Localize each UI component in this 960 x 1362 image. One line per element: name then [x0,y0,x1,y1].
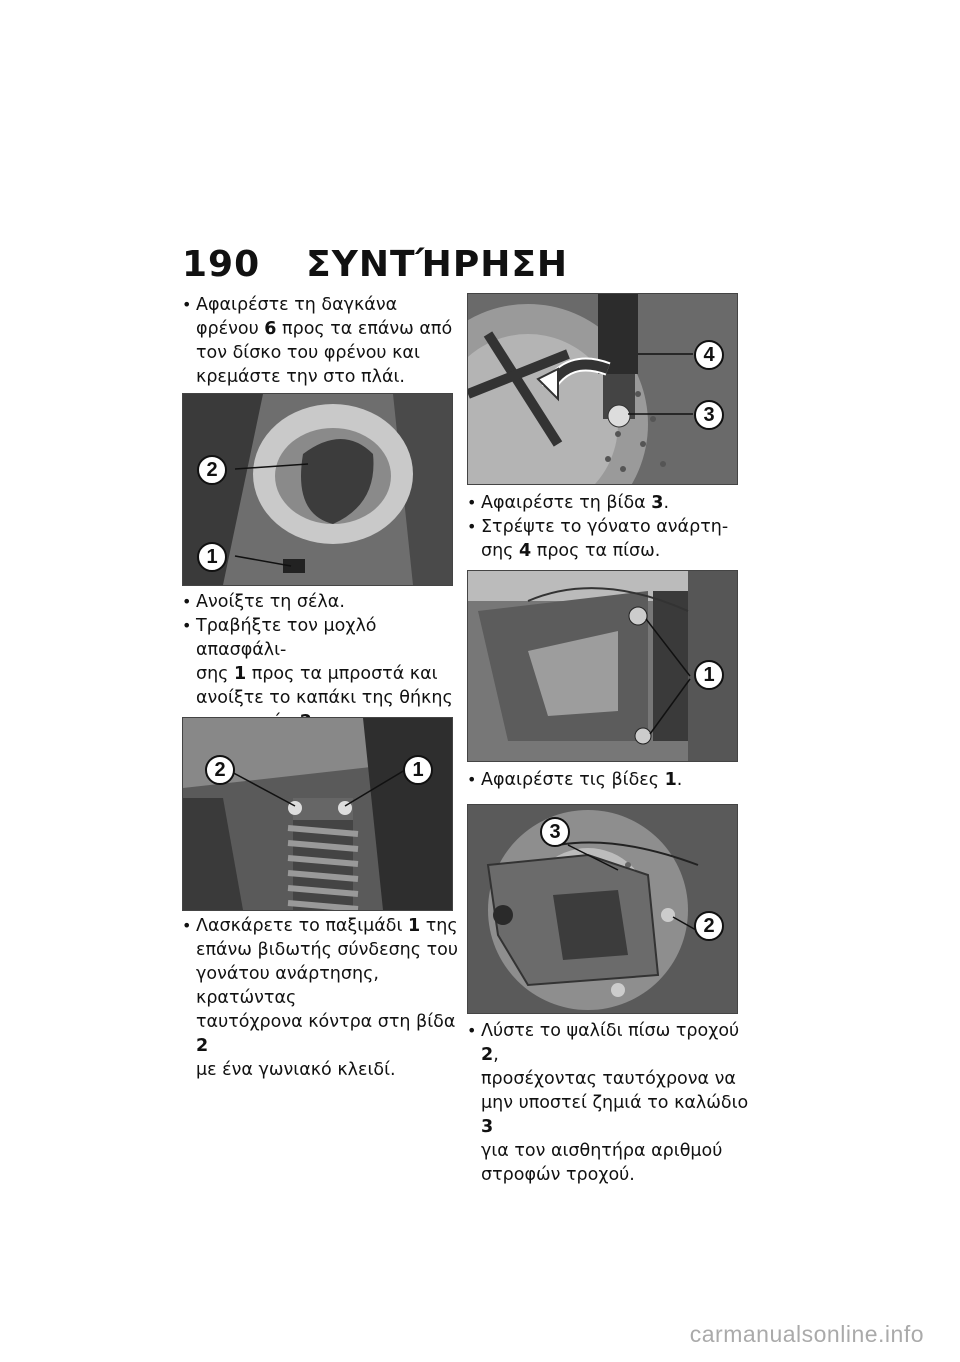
callout-2: 2 [694,911,724,941]
section-title: ΣΥΝΤΉΡΗΣΗ [306,243,569,285]
left-column: Αφαιρέστε τη δαγκάνα φρένου 6 προς τα επ… [182,293,467,1080]
callout-4: 4 [694,340,724,370]
callout-2: 2 [205,755,235,785]
text-line: , [493,1045,499,1065]
text-line: της [420,916,458,936]
ref-number: 4 [519,541,532,561]
bullet-item: Τραβήξτε τον μοχλό απασφάλι- σης 1 προς … [182,614,467,734]
callout-3: 3 [694,400,724,430]
text-line: . [663,493,670,513]
photo-illustration [183,718,452,910]
page-number: 190 [182,243,261,285]
text-line: Αφαιρέστε τις βίδες [481,770,665,790]
photo-swingarm-removal: 3 2 [467,804,738,1014]
ref-number: 1 [408,916,421,936]
bullet-item: Αφαιρέστε τη δαγκάνα φρένου 6 προς τα επ… [182,293,467,389]
step-text: Λασκάρετε το παξιμάδι 1 της επάνω βιδωτή… [182,914,467,1082]
text-line: κρεμάστε την στο πλάι. [196,367,405,387]
text-line: σης [196,664,235,684]
page-header: 190 ΣΥΝΤΉΡΗΣΗ [182,242,568,286]
ref-number: 3 [481,1117,494,1137]
step-text: Αφαιρέστε τη βίδα 3. Στρέψτε το γόνατο α… [467,491,752,563]
callout-2: 2 [197,455,227,485]
photo-swingarm: 1 [467,570,738,762]
callout-3: 3 [540,817,570,847]
text-line: προς τα μπροστά και [246,664,438,684]
text-line: φρένου [196,319,265,339]
bullet-item: Λασκάρετε το παξιμάδι 1 της επάνω βιδωτή… [182,914,467,1082]
text-line: ταυτόχρονα κόντρα στη βίδα [196,1012,456,1032]
photo-illustration [183,394,452,585]
text-line: Στρέψτε το γόνατο ανάρτη- [481,517,729,537]
text-line: σης [481,541,520,561]
step-text: Ανοίξτε τη σέλα. Τραβήξτε τον μοχλό απασ… [182,590,467,734]
bullet-item: Αφαιρέστε τις βίδες 1. [467,768,752,792]
text-line: Λασκάρετε το παξιμάδι [196,916,408,936]
text-line: γονάτου ανάρτησης, κρατώντας [196,964,379,1008]
step-text: Αφαιρέστε τις βίδες 1. [467,768,752,792]
text-line: επάνω βιδωτής σύνδεσης του [196,940,458,960]
step-text: Λύστε το ψαλίδι πίσω τροχού 2, προσέχοντ… [467,1019,757,1187]
photo-brake-disc: 4 3 [467,293,738,485]
text-line: στροφών τροχού. [481,1165,635,1185]
ref-number: 6 [264,319,277,339]
callout-1: 1 [403,755,433,785]
text-line: προσέχοντας ταυτόχρονα να [481,1069,736,1089]
ref-number: 1 [664,770,677,790]
text-line: ανοίξτε το καπάκι της θήκης [196,688,453,708]
photo-illustration [468,805,737,1013]
text-line: Αφαιρέστε τη βίδα [481,493,652,513]
intro-text: Αφαιρέστε τη δαγκάνα φρένου 6 προς τα επ… [182,293,467,389]
text-line: Λύστε το ψαλίδι πίσω τροχού [481,1021,740,1041]
text-line: με ένα γωνιακό κλειδί. [196,1060,396,1080]
text-line: μην υποστεί ζημιά το καλώδιο [481,1093,749,1113]
photo-seat-storage: 2 1 [182,393,453,586]
text-line: για τον αισθητήρα αριθμού [481,1141,723,1161]
text-line: προς τα πίσω. [531,541,661,561]
text-line: προς τα επάνω από [276,319,453,339]
ref-number: 2 [481,1045,494,1065]
ref-number: 1 [234,664,247,684]
bullet-item: Ανοίξτε τη σέλα. [182,590,467,614]
ref-number: 2 [196,1036,209,1056]
photo-illustration [468,571,737,761]
text-line: Τραβήξτε τον μοχλό απασφάλι- [196,616,377,660]
text-line: Ανοίξτε τη σέλα. [196,592,345,612]
callout-1: 1 [197,542,227,572]
bullet-item: Αφαιρέστε τη βίδα 3. [467,491,752,515]
bullet-item: Λύστε το ψαλίδι πίσω τροχού 2, προσέχοντ… [467,1019,757,1187]
ref-number: 3 [651,493,664,513]
photo-shock-absorber: 2 1 [182,717,453,911]
photo-illustration [468,294,737,484]
text-line: τον δίσκο του φρένου και [196,343,420,363]
callout-1: 1 [694,660,724,690]
bullet-item: Στρέψτε το γόνατο ανάρτη- σης 4 προς τα … [467,515,752,563]
watermark: carmanualsonline.info [689,1321,924,1347]
text-line: . [676,770,683,790]
text-line: Αφαιρέστε τη δαγκάνα [196,295,398,315]
